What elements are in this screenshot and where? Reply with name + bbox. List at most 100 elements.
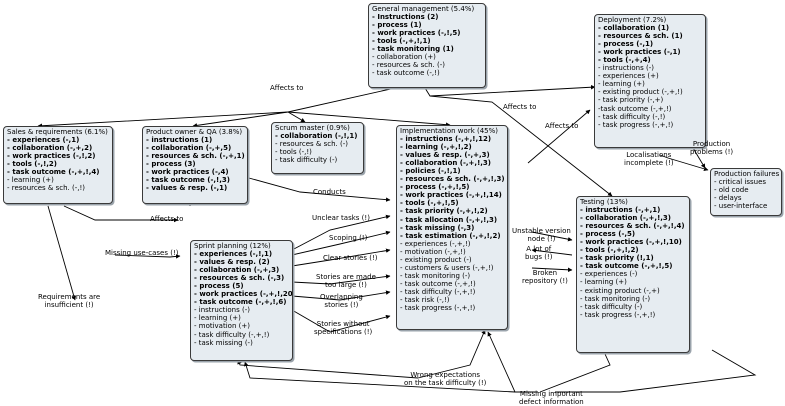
box-item: - existing product (-) (400, 255, 472, 264)
box-item: - task allocation (-,+,!,3) (400, 215, 498, 224)
box-item: - work practices (-,+,!,14) (400, 191, 502, 200)
box-title: Scrum master (0.9%) (275, 124, 350, 132)
box-item: - task progress (-,+,!) (400, 304, 476, 313)
arrow-localisations (659, 154, 709, 171)
label-affects-to-sales: Affects to (150, 215, 184, 223)
arrow-conducts (237, 174, 391, 202)
box-item: - resources & sch. (-,+,!,4) (580, 222, 685, 231)
arrow-gm-deployment (424, 84, 596, 97)
box-item: - tools (-,!) (275, 148, 312, 157)
box-item: - task difficulty (-,!) (598, 112, 666, 121)
box-item: - task priority (-,+,!,2) (400, 207, 488, 216)
box-title: Deployment (7.2%) (598, 16, 667, 24)
label-line: Broken (532, 269, 558, 277)
label-line: repository (!) (522, 277, 568, 285)
label-conducts: Conducts (313, 188, 346, 196)
box-title: Testing (13%) (580, 198, 628, 206)
box-item: - instructions (-) (598, 64, 654, 73)
box-item: - task difficulty (-) (275, 156, 338, 165)
box-item: - learning (+) (7, 176, 54, 185)
box-item: - work practices (-,!,5) (372, 29, 461, 38)
label-line: Stories without (316, 320, 370, 328)
box-item: - process (5) (194, 282, 244, 291)
box-production-failures: Production failures- critical issues- ol… (710, 168, 782, 216)
arrow-missing-usecases (114, 254, 181, 259)
box-item: - learning (-,+,!,2) (400, 143, 472, 152)
arrow-wrong-expect (417, 329, 486, 379)
label-line: insufficient (!) (44, 301, 94, 309)
label-line: Missing important (519, 390, 583, 398)
box-item: - task difficulty (-,+,!) (194, 330, 270, 339)
arrow-without (291, 309, 391, 333)
label-missing-use-cases: Missing use-cases (!) (105, 249, 179, 257)
label-line: Requirements are (38, 293, 101, 301)
arrow-requirements (47, 205, 77, 301)
box-item: - instructions (1) (146, 136, 213, 145)
box-item: - task priority (!,1) (580, 254, 654, 263)
box-item: - learning (+) (580, 278, 627, 287)
label-affects-to-top: Affects to (270, 84, 304, 92)
box-item: - motivation (-,+,!) (400, 247, 466, 256)
label-line: node (!) (527, 235, 556, 243)
box-item: - collaboration (-,+,5) (146, 144, 232, 153)
label-line: stories (!) (324, 301, 359, 309)
box-item: - experiences (-) (580, 270, 638, 279)
box-item: - task progress (-,+,!) (598, 120, 674, 129)
box-item: - work practices (-,+,!,20) (194, 290, 293, 299)
arrow-large (291, 274, 391, 285)
box-item: - values & resp. (-,+,3) (400, 151, 490, 160)
arrow-gm-sales (37, 87, 396, 129)
box-item: - resources & sch. (-,!) (7, 184, 85, 193)
box-item: - task outcome (-,+,!,6) (194, 298, 287, 307)
box-item: - collaboration (-,!,1) (275, 132, 358, 141)
box-item: - task progress (-,+,!) (580, 310, 656, 319)
arrow-missing-defect-sprint (244, 361, 516, 393)
label-line: A lot of (526, 245, 552, 253)
box-item: - resources & sch. (-,+,1) (146, 152, 245, 161)
label-line: Overlapping (320, 293, 363, 301)
arrow-bugs (531, 248, 573, 256)
box-item: - old code (714, 186, 749, 195)
box-item: - tools (-,+,!,5) (400, 199, 459, 208)
box-item: - work practices (-,4) (146, 168, 229, 177)
label-line: Unstable version (512, 227, 571, 235)
box-item: - learning (+) (194, 314, 241, 323)
arrow-production-problems (692, 147, 706, 169)
box-item: - resources & sch. (-,+,!,3) (400, 175, 505, 184)
box-item: - tools (-,!,2) (7, 160, 57, 169)
box-item: - instructions (-,+,1) (580, 206, 661, 215)
box-general-management: General management (5.4%)- Instructions … (368, 3, 486, 88)
arrow-missing-defect (487, 331, 538, 393)
label-line: too large (!) (325, 281, 367, 289)
box-item: - collaboration (+) (372, 53, 436, 62)
box-item: - task monitoring (-) (400, 271, 471, 280)
box-item: - experiences (-,1) (7, 136, 80, 145)
box-item: - task outcome (-,!,3) (146, 176, 230, 185)
box-item: -task outcome (-,+,!) (598, 104, 672, 113)
arrow-gm-impl (287, 111, 451, 127)
arrow-wrong-expect-sprint (237, 359, 419, 379)
arrow-testing-back-loop (555, 349, 757, 393)
box-item: - existing product (-,+,!) (598, 88, 683, 97)
box-item: - instructions (-,+,!,12) (400, 135, 492, 144)
box-item: - task priority (-,+) (598, 96, 664, 105)
box-item: - motivation (+) (194, 322, 250, 331)
label-line: Localisations (626, 151, 672, 159)
box-item: - resources & sch. (1) (598, 32, 683, 41)
arrow-unstable (531, 231, 573, 242)
box-title: Sales & requirements (6.1%) (7, 128, 108, 136)
label-clear-stories: Clear stories (!) (323, 254, 378, 262)
box-item: - resources & sch. (-) (275, 140, 348, 149)
box-sprint-planning: Sprint planning (12%)- experiences (-,!,… (190, 240, 293, 361)
box-item: - collaboration (-,+,!,3) (580, 214, 672, 223)
box-item: - collaboration (-,+,!,3) (400, 159, 492, 168)
box-item: - delays (714, 194, 742, 203)
